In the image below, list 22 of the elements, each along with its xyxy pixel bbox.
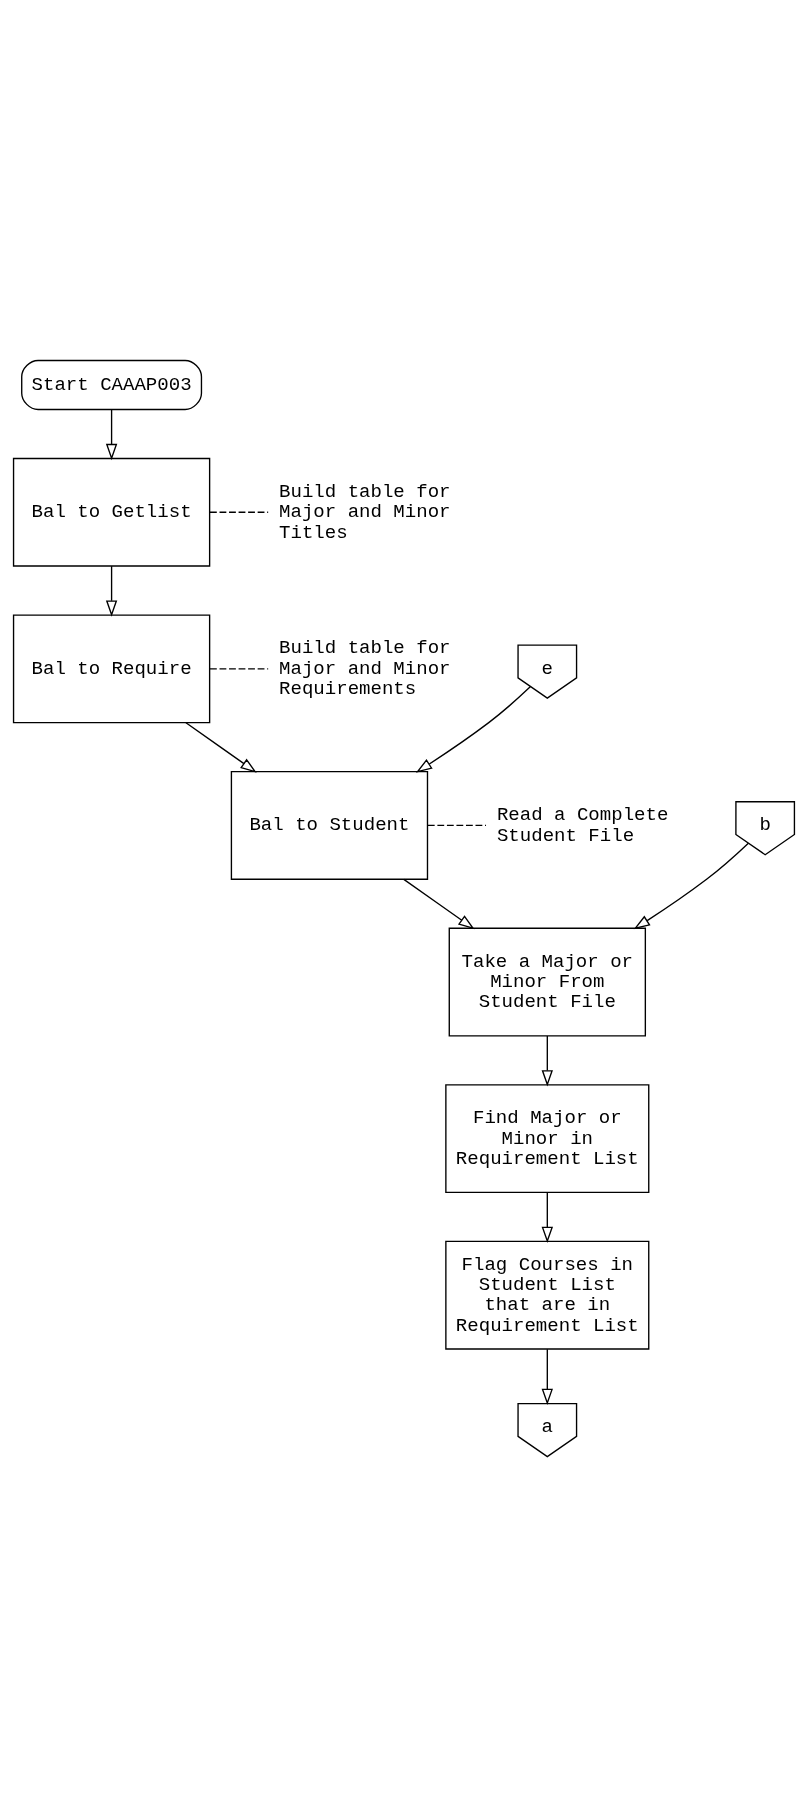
node-text: Build table for Major and Minor Titles <box>279 480 451 544</box>
arrow <box>403 878 475 929</box>
arrow <box>185 721 257 773</box>
arrow <box>541 1191 554 1243</box>
arrow <box>415 685 532 773</box>
node-box: Find Major or Minor in Requirement List <box>445 1083 650 1193</box>
connector <box>209 667 269 670</box>
node-box: Flag Courses in Student List that are in Requirement List <box>445 1240 650 1350</box>
connector <box>209 511 269 513</box>
arrow <box>541 1348 554 1405</box>
connector <box>427 824 487 826</box>
node-box: Take a Major or Minor From Student File <box>448 927 647 1036</box>
arrow <box>105 408 118 460</box>
arrow <box>105 564 118 617</box>
node-text: Read a Complete Student File <box>496 803 669 847</box>
node-box: Bal to Student <box>230 770 429 880</box>
node-box: Bal to Require <box>12 613 211 723</box>
node-box: Bal to Getlist <box>12 457 211 567</box>
arrow <box>633 842 750 929</box>
arrow <box>541 1034 554 1086</box>
node-text: Build table for Major and Minor Requirements <box>279 636 451 700</box>
node-box: Start CAAAP003 <box>21 359 203 410</box>
